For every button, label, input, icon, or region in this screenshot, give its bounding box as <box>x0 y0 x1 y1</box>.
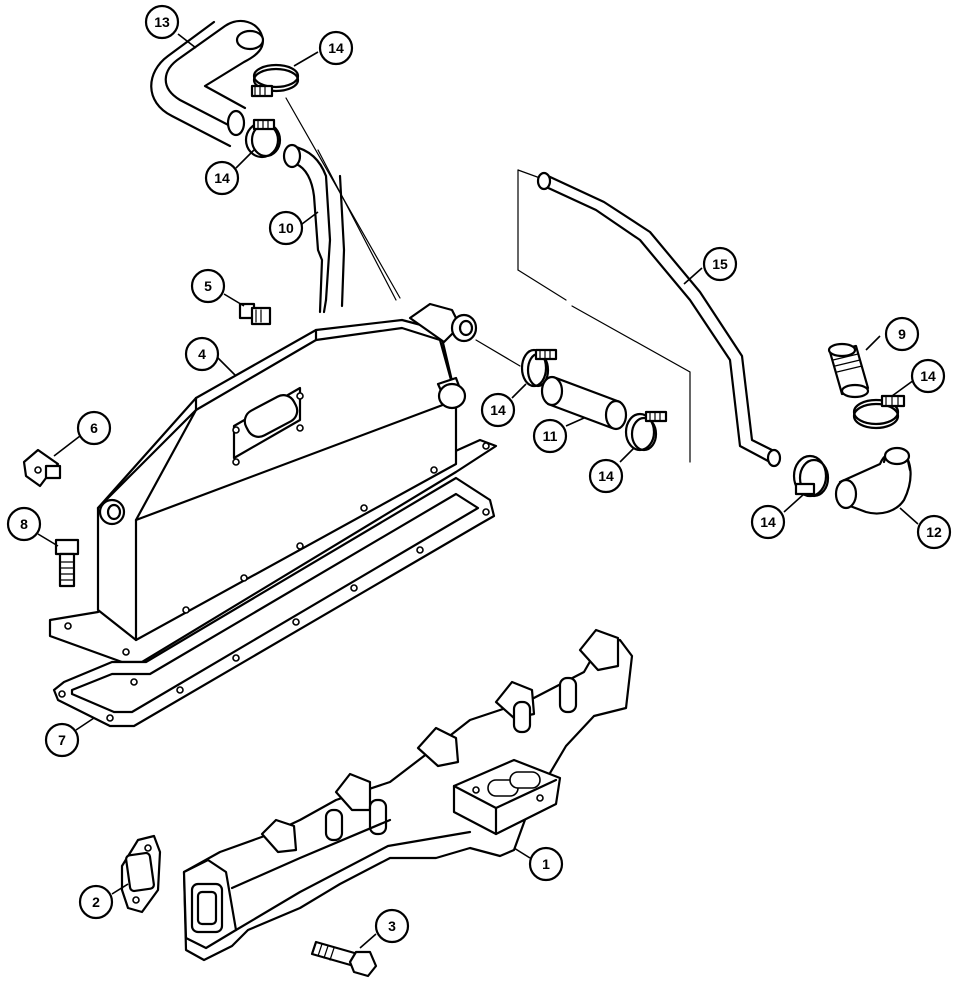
callout-10: 10 <box>268 210 304 246</box>
leader-lines <box>37 33 919 949</box>
callout-label: 13 <box>154 14 170 30</box>
bolt-3 <box>310 940 378 978</box>
callout-label: 6 <box>90 420 98 436</box>
clamp-14-right-lower <box>792 454 830 498</box>
callout-11: 11 <box>532 418 568 454</box>
fitting-6 <box>22 448 62 488</box>
callout-1: 1 <box>528 846 564 882</box>
callout-4: 4 <box>184 336 220 372</box>
bolt-8 <box>54 538 80 588</box>
callout-label: 11 <box>543 428 558 444</box>
callout-14: 14 <box>318 30 354 66</box>
callout-9: 9 <box>884 316 920 352</box>
callout-label: 1 <box>542 856 550 872</box>
cooler-housing-4 <box>48 302 498 664</box>
callout-12: 12 <box>916 514 952 550</box>
hose-13 <box>150 19 265 148</box>
clamp-14-mid-right <box>624 410 668 452</box>
hose-11 <box>540 375 628 431</box>
callout-14: 14 <box>750 504 786 540</box>
callout-label: 8 <box>20 516 28 532</box>
callout-14: 14 <box>588 458 624 494</box>
callout-label: 14 <box>760 514 776 530</box>
callout-13: 13 <box>144 4 180 40</box>
fitting-9 <box>827 342 870 399</box>
clamp-14-upper-left <box>244 118 282 159</box>
gasket-7 <box>52 476 496 728</box>
callout-2: 2 <box>78 884 114 920</box>
callout-label: 7 <box>58 732 66 748</box>
callout-label: 12 <box>926 524 942 540</box>
callout-label: 14 <box>328 40 344 56</box>
callout-label: 14 <box>598 468 614 484</box>
callout-label: 15 <box>712 256 728 272</box>
callout-6: 6 <box>76 410 112 446</box>
callout-label: 2 <box>92 894 100 910</box>
callout-label: 10 <box>278 220 294 236</box>
clamp-14-upper-right <box>250 63 300 98</box>
callout-label: 5 <box>204 278 212 294</box>
callout-7: 7 <box>44 722 80 758</box>
hose-10 <box>282 143 346 314</box>
callout-label: 9 <box>898 326 906 342</box>
clamp-14-right-upper <box>852 394 906 430</box>
callout-5: 5 <box>190 268 226 304</box>
callout-15: 15 <box>702 246 738 282</box>
callout-label: 4 <box>198 346 206 362</box>
callout-14: 14 <box>480 392 516 428</box>
callout-14: 14 <box>910 358 946 394</box>
callout-label: 3 <box>388 918 396 934</box>
clamp-14-mid-left <box>520 348 558 388</box>
gasket-2 <box>120 834 162 914</box>
callout-3: 3 <box>374 908 410 944</box>
exhaust-manifold-1 <box>182 628 634 962</box>
bolt-5 <box>238 302 272 326</box>
callout-label: 14 <box>490 402 506 418</box>
callout-14: 14 <box>204 160 240 196</box>
hose-12 <box>834 446 912 515</box>
callout-label: 14 <box>214 170 230 186</box>
tube-15 <box>517 169 782 468</box>
callout-8: 8 <box>6 506 42 542</box>
callout-label: 14 <box>920 368 936 384</box>
